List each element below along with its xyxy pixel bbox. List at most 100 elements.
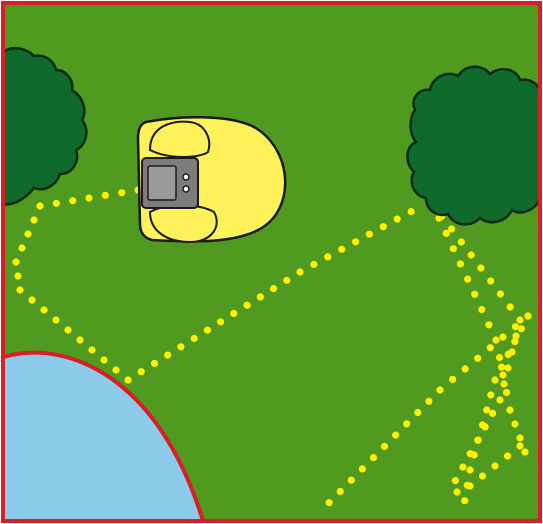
path-dot <box>118 189 126 197</box>
path-dot <box>393 215 401 223</box>
path-dot <box>477 264 485 272</box>
path-dot <box>448 225 456 233</box>
path-dot <box>457 238 465 246</box>
path-dot <box>203 326 211 334</box>
path-dot <box>466 466 474 474</box>
path-dot <box>503 452 512 460</box>
path-dot <box>137 368 145 376</box>
path-dot <box>40 306 48 314</box>
path-dot <box>380 442 389 450</box>
mower-path-dots <box>12 186 532 507</box>
path-dot <box>30 216 38 224</box>
path-dot <box>16 286 24 294</box>
path-dot <box>24 230 32 238</box>
path-dot <box>499 371 507 379</box>
path-dot <box>379 223 387 231</box>
path-dot <box>492 336 500 344</box>
path-dot <box>18 244 26 252</box>
path-dot <box>164 351 172 359</box>
path-dot <box>436 386 444 394</box>
path-dot <box>150 359 159 367</box>
path-dot <box>177 343 185 351</box>
path-dot <box>511 420 519 428</box>
path-dot <box>461 365 469 373</box>
path-dot <box>516 442 524 450</box>
path-dot <box>487 277 495 285</box>
path-dot <box>243 301 251 309</box>
path-dot <box>310 260 318 268</box>
path-dot <box>338 245 346 253</box>
path-dot <box>478 306 486 314</box>
path-dot <box>12 258 20 266</box>
path-dot <box>512 332 520 340</box>
path-dot <box>369 454 378 462</box>
path-dot <box>324 253 332 261</box>
path-dot <box>425 397 433 405</box>
robot-mower-icon <box>136 115 287 244</box>
path-dot <box>283 276 291 284</box>
path-dot <box>466 482 474 490</box>
path-dot <box>474 436 482 444</box>
path-dot <box>471 290 479 298</box>
path-dot <box>69 197 77 205</box>
path-dot <box>52 316 60 324</box>
path-dot <box>28 296 36 304</box>
mower-display <box>147 165 177 201</box>
path-dot <box>449 375 457 383</box>
path-dot <box>521 448 529 456</box>
path-dot <box>451 477 459 485</box>
path-dot <box>524 312 532 320</box>
path-dot <box>506 406 514 414</box>
path-dot <box>500 380 508 388</box>
path-dot <box>112 366 120 374</box>
path-dot <box>467 251 475 259</box>
path-dot <box>14 272 22 280</box>
path-dot <box>325 499 333 507</box>
path-dot <box>496 290 504 298</box>
path-dot <box>474 354 482 362</box>
mower-wheel-top <box>148 120 211 158</box>
path-dot <box>483 406 491 414</box>
path-dot <box>491 376 499 384</box>
path-dot <box>403 420 411 428</box>
path-dot <box>459 463 467 471</box>
path-dot <box>464 275 472 283</box>
path-dot <box>502 388 511 397</box>
mower-button <box>182 173 190 181</box>
path-dot <box>347 476 355 484</box>
tree-icon <box>406 65 542 226</box>
path-dot <box>517 325 526 333</box>
path-dot <box>461 497 469 505</box>
path-dot <box>491 462 499 470</box>
path-dot <box>504 364 512 372</box>
path-dot <box>269 285 278 293</box>
path-dot <box>486 344 494 352</box>
path-dot <box>101 191 109 199</box>
path-dot <box>124 376 132 384</box>
path-dot <box>392 431 400 439</box>
pond-edge <box>2 350 205 522</box>
path-dot <box>36 202 44 210</box>
tree-icon <box>1 46 88 206</box>
path-dot <box>485 321 493 329</box>
path-dot <box>495 353 504 362</box>
path-dot <box>217 318 225 326</box>
pond-icon <box>3 352 203 521</box>
path-dot <box>511 338 519 346</box>
path-dot <box>230 309 238 318</box>
path-dot <box>453 488 461 496</box>
path-dot <box>516 434 524 442</box>
path-dot <box>456 260 464 268</box>
path-dot <box>190 334 198 343</box>
path-dot <box>496 396 504 404</box>
path-dot <box>76 336 84 344</box>
path-dot <box>414 408 422 417</box>
path-dot <box>352 238 360 246</box>
path-dot <box>516 316 524 324</box>
path-dot <box>296 268 304 276</box>
path-dot <box>85 194 93 202</box>
path-dot <box>489 409 497 417</box>
path-dot <box>365 230 373 238</box>
